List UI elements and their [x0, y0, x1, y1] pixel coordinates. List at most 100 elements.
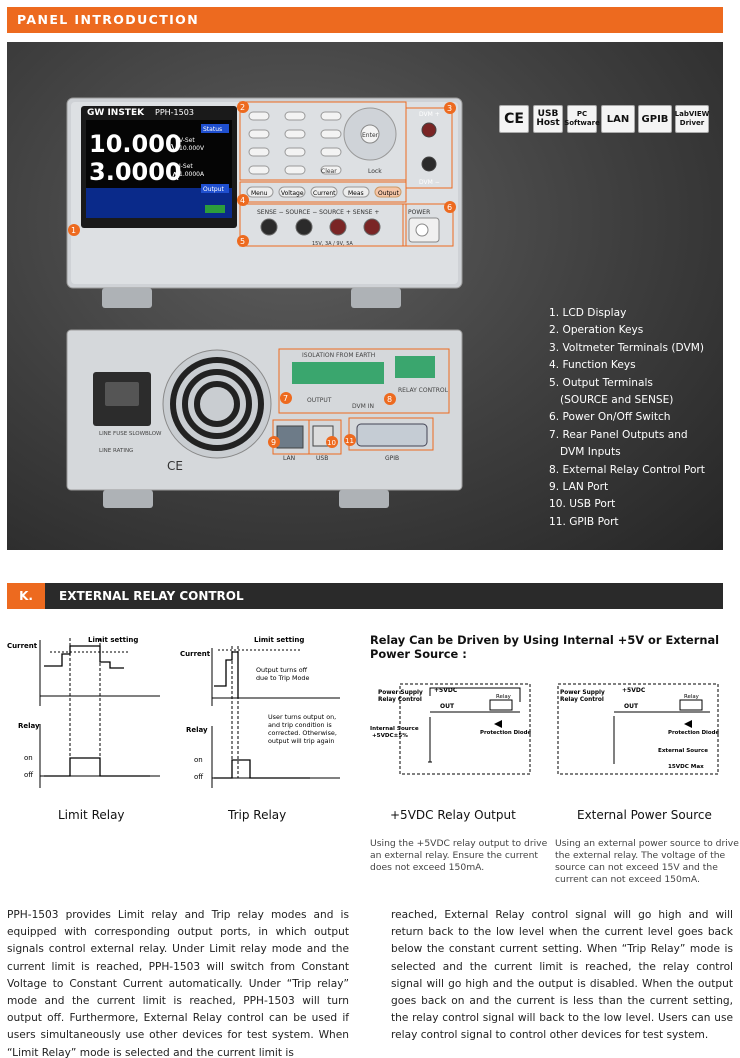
trip-limit-setting-label: Limit setting: [254, 636, 304, 644]
lcd-voltage-unit: V: [171, 142, 179, 155]
front-foot-right: [351, 288, 401, 308]
callout-3: [444, 102, 456, 114]
device-illustration: GW INSTEK PPH-1503 10.000 V 3.0000 A V-S…: [66, 97, 463, 508]
line-rating-label: LINE RATING: [99, 448, 133, 454]
key-clear: Clear: [321, 168, 337, 175]
output-key: [374, 186, 402, 198]
usb-port-label: USB: [316, 455, 328, 462]
enter-label: Enter: [362, 132, 379, 139]
ext-out: OUT: [624, 703, 639, 710]
trip-note-2a: User turns output on,: [268, 713, 336, 721]
internal-caption-line: Using the +5VDC relay output to drive: [370, 838, 548, 849]
lcd-voltage: 10.000: [89, 130, 182, 158]
lcd-output: Output: [203, 186, 224, 193]
legend-item: 4. Function Keys: [549, 359, 636, 372]
callout-1: [68, 224, 80, 236]
lcd-vset-val: 10.000V: [179, 145, 205, 152]
power-button: [415, 223, 429, 237]
fan-grille: [162, 349, 272, 459]
lcd-iset-val: 1.0000A: [179, 171, 205, 178]
ext-diode: Protection Diode: [668, 730, 719, 736]
power-label: POWER: [408, 209, 430, 216]
external-caption-line: Using an external power source to drive: [555, 838, 739, 849]
gpib-port: [356, 423, 428, 447]
trip-relay-title: Trip Relay: [228, 808, 287, 822]
ext-relay: Relay: [684, 694, 700, 700]
usb-frame: [308, 419, 342, 455]
callout-11: [344, 434, 356, 446]
trip-note-2b: and trip condition is: [268, 721, 332, 729]
labview-label: LabVIEW Driver: [674, 110, 710, 127]
section-title: EXTERNAL RELAY CONTROL: [59, 589, 244, 603]
callout-6: [444, 201, 456, 213]
output-terminals-frame: [239, 203, 407, 247]
lcd-iset: I-Set: [179, 163, 193, 170]
legend-item: 2. Operation Keys: [549, 324, 644, 337]
limit-relay-title: Limit Relay: [58, 808, 125, 822]
int-source: Internal Source: [370, 726, 419, 732]
int-relay-ctrl: Relay Control: [378, 697, 422, 703]
model-name: PPH-1503: [155, 108, 194, 117]
trip-off-label: off: [194, 773, 203, 781]
legend-item: 7. Rear Panel Outputs and: [549, 428, 688, 441]
relay-drive-title: Relay Can be Driven by Using Internal +5…: [370, 633, 720, 661]
legend-item: 6. Power On/Off Switch: [549, 411, 671, 424]
ext-source-val: 15VDC Max: [668, 764, 704, 770]
legend-item: 11. GPIB Port: [549, 515, 619, 528]
rear-outputs-frame: [278, 348, 450, 414]
front-rating: 15V, 3A / 9V, 5A: [312, 241, 353, 247]
usb-host-badge: USB Host: [533, 105, 563, 133]
panel-intro-header: PANEL INTRODUCTION: [7, 7, 723, 33]
external-caption-line: current can not exceed 150mA.: [555, 874, 700, 885]
labview-badge: LabVIEW Driver: [675, 105, 709, 133]
legend-item: 1. LCD Display: [549, 307, 627, 319]
legend-item: 9. LAN Port: [549, 481, 609, 494]
svg-text:11: 11: [345, 437, 354, 445]
lcd-current: 3.0000: [89, 158, 182, 186]
internal-caption-line: an external relay. Ensure the current: [370, 850, 539, 861]
output-terminal-block: [292, 362, 384, 384]
callout-4: [237, 194, 249, 206]
meas-label: Meas: [348, 190, 364, 197]
trip-current-label: Current: [180, 650, 211, 658]
lcd-output-box: [201, 184, 229, 193]
rear-foot-right: [339, 490, 389, 508]
dvm-plus-label: DVM +: [419, 111, 440, 118]
relay-timing-diagrams: Current Limit setting Relay on off Curre…: [7, 636, 340, 788]
lcd-vset: V-Set: [179, 137, 195, 144]
pc-software-badge: PC Software: [564, 105, 600, 133]
internal-relay-title: +5VDC Relay Output: [390, 808, 516, 822]
legend-item: 8. External Relay Control Port: [549, 463, 705, 476]
svg-text:2: 2: [240, 103, 245, 112]
lcd-current-unit: A: [171, 170, 179, 183]
front-foot-left: [102, 288, 152, 308]
body-column-left: PPH-1503 provides Limit relay and Trip r…: [7, 909, 349, 1058]
callout-7: [280, 392, 292, 404]
int-relay: Relay: [496, 694, 512, 700]
limit-setting-label: Limit setting: [88, 636, 138, 644]
lcd-status-box: [201, 124, 229, 133]
trip-note-2d: output will trip again: [268, 737, 334, 745]
function-keys-frame: [239, 181, 407, 203]
lan-port-label: LAN: [283, 455, 295, 462]
key-lock: Lock: [368, 168, 382, 175]
brand-logo: GW INSTEK: [87, 108, 145, 118]
external-caption: Using an external power source to drive …: [555, 838, 739, 886]
isolation-label: ISOLATION FROM EARTH: [302, 352, 375, 359]
trip-on-label: on: [194, 756, 203, 764]
menu-key: [246, 186, 274, 198]
callout-5: [237, 235, 249, 247]
body-column-right: reached, External Relay control signal w…: [391, 909, 733, 1042]
dvm-plus-terminal: [421, 122, 437, 138]
svg-text:4: 4: [240, 196, 245, 205]
int-source-val: +5VDC±5%: [372, 733, 408, 739]
ac-socket: [105, 382, 139, 406]
callout-2: [237, 101, 249, 113]
trip-relay-label: Relay: [186, 726, 208, 734]
relay-section-header: K.EXTERNAL RELAY CONTROL: [7, 583, 723, 609]
svg-text:6: 6: [447, 203, 452, 212]
relay-terminal-block: [395, 356, 435, 378]
operation-keys-frame: [239, 101, 407, 181]
trip-note-1a: Output turns off: [256, 666, 308, 674]
power-frame: [402, 203, 454, 247]
